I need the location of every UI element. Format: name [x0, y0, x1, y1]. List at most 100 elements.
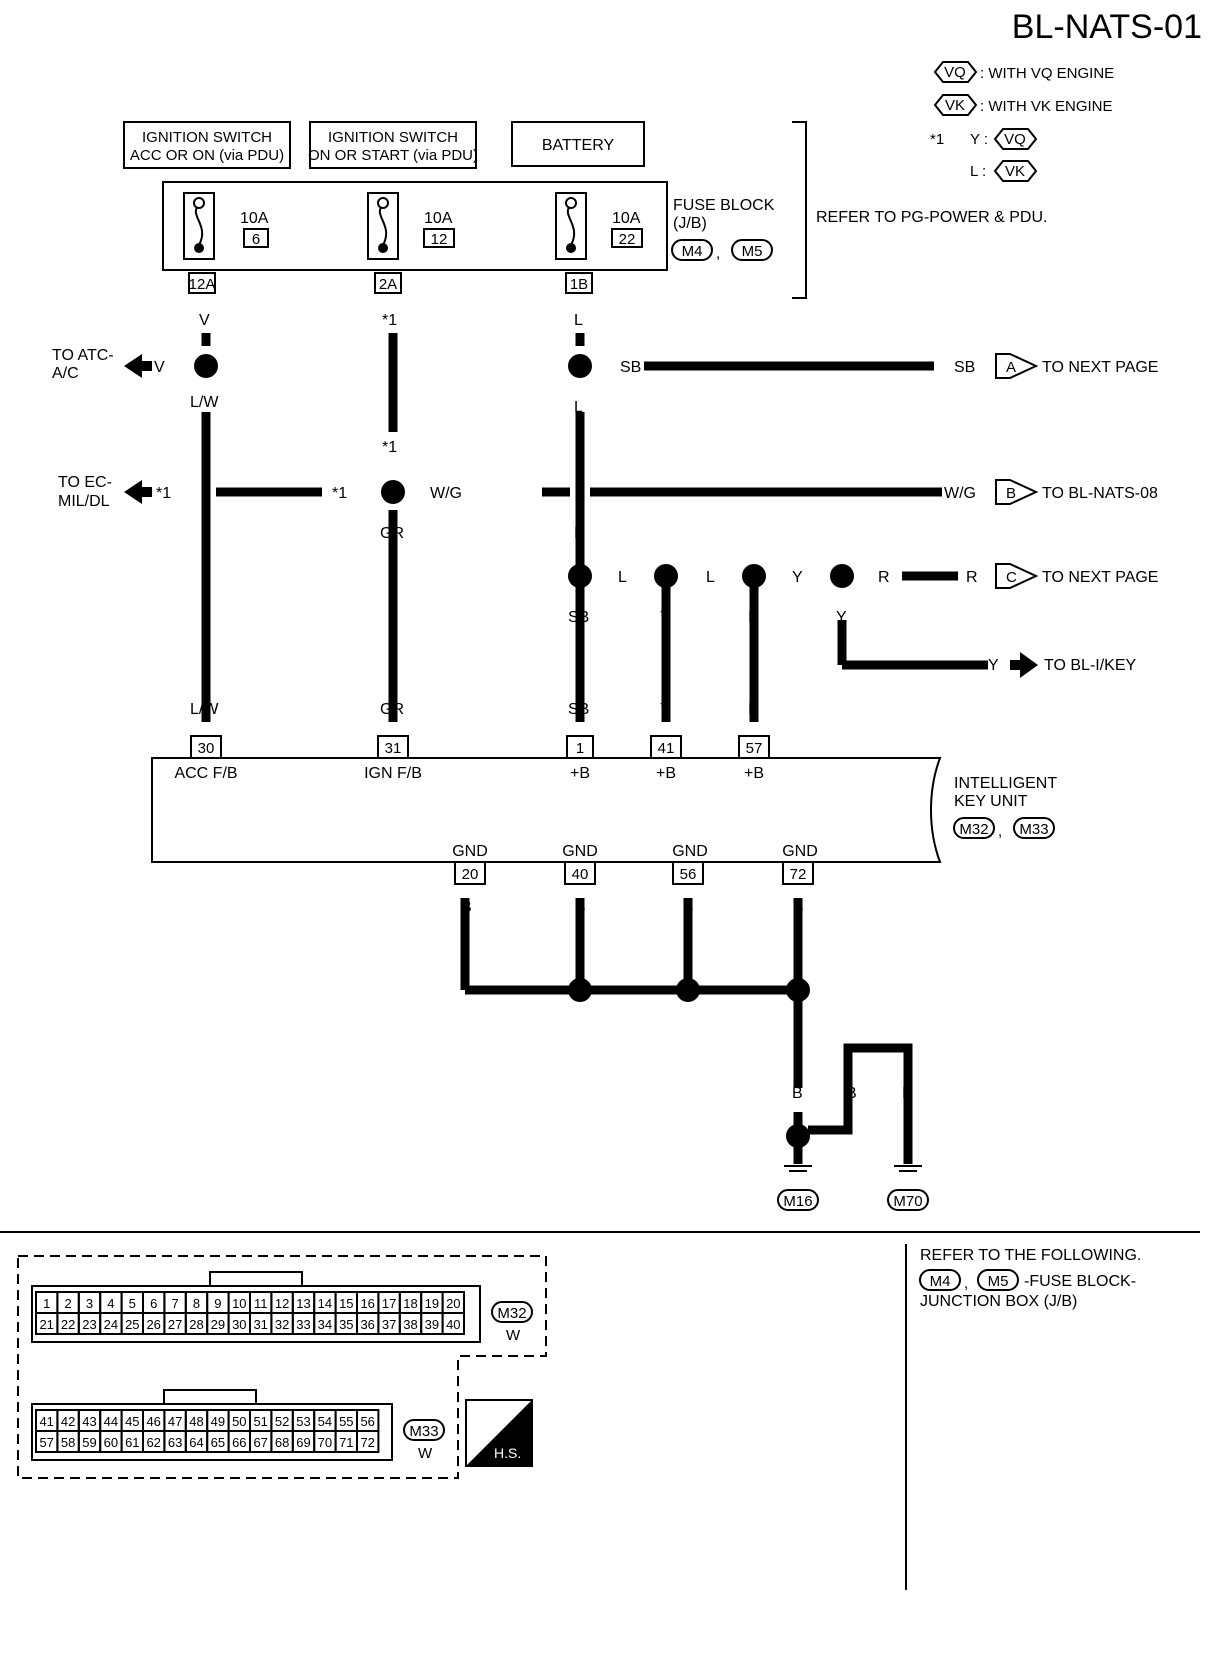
- svg-text:+B: +B: [656, 765, 676, 782]
- svg-text:GND: GND: [562, 843, 598, 860]
- svg-text:L: L: [574, 312, 583, 329]
- svg-text:(J/B): (J/B): [673, 215, 707, 232]
- pin-number: 53: [296, 1414, 310, 1429]
- svg-text:Y: Y: [660, 609, 671, 626]
- splices: [194, 354, 854, 1148]
- pin-number: 11: [254, 1296, 268, 1311]
- pin-number: 30: [232, 1317, 246, 1332]
- pin-number: 70: [318, 1435, 332, 1450]
- pin-number: 59: [82, 1435, 96, 1450]
- svg-text:TO NEXT PAGE: TO NEXT PAGE: [1042, 569, 1158, 586]
- svg-text:GND: GND: [672, 843, 708, 860]
- svg-text:V: V: [199, 312, 210, 329]
- svg-text:KEY UNIT: KEY UNIT: [954, 793, 1028, 810]
- pin-number: 23: [82, 1317, 96, 1332]
- refer-pg: REFER TO PG-POWER & PDU.: [816, 209, 1047, 226]
- svg-text:M5: M5: [988, 1273, 1009, 1290]
- pin-number: 36: [360, 1317, 374, 1332]
- pin-number: 26: [146, 1317, 160, 1332]
- svg-text:IGN F/B: IGN F/B: [364, 765, 422, 782]
- svg-text:*1: *1: [156, 485, 171, 502]
- pin-number: 20: [446, 1296, 460, 1311]
- svg-text:JUNCTION BOX (J/B): JUNCTION BOX (J/B): [920, 1293, 1077, 1310]
- svg-text:+B: +B: [744, 765, 764, 782]
- svg-text:30: 30: [198, 740, 215, 757]
- svg-text:2A: 2A: [379, 276, 397, 293]
- svg-text:: WITH VQ ENGINE: : WITH VQ ENGINE: [980, 65, 1114, 82]
- svg-text:6: 6: [252, 231, 260, 248]
- svg-text:,: ,: [998, 823, 1002, 840]
- svg-text:L: L: [574, 399, 583, 416]
- source-ign-start: IGNITION SWITCH: [328, 129, 458, 146]
- pin-number: 19: [425, 1296, 439, 1311]
- svg-text:INTELLIGENT: INTELLIGENT: [954, 775, 1057, 792]
- svg-text:TO ATC-: TO ATC-: [52, 347, 114, 364]
- svg-text:,: ,: [964, 1275, 968, 1292]
- svg-text:B: B: [1006, 485, 1016, 502]
- svg-text:Y :: Y :: [970, 131, 988, 148]
- pin-number: 5: [129, 1296, 136, 1311]
- svg-text:+B: +B: [570, 765, 590, 782]
- svg-text:B: B: [793, 899, 804, 916]
- intelligent-key-unit: [151, 757, 942, 863]
- pin-number: 72: [360, 1435, 374, 1450]
- pin-number: 28: [189, 1317, 203, 1332]
- pin-number: 9: [214, 1296, 221, 1311]
- pin-number: 64: [189, 1435, 203, 1450]
- svg-text:20: 20: [462, 866, 479, 883]
- pin-number: 27: [168, 1317, 182, 1332]
- pin-number: 12: [275, 1296, 289, 1311]
- svg-text:L/W: L/W: [190, 701, 219, 718]
- svg-text:SB: SB: [568, 609, 589, 626]
- pin-cell: [441, 1312, 466, 1335]
- svg-text:W: W: [506, 1327, 521, 1344]
- pin-number: 17: [382, 1296, 396, 1311]
- pin-number: 42: [61, 1414, 75, 1429]
- svg-text:ACC OR ON (via PDU): ACC OR ON (via PDU): [130, 147, 284, 164]
- svg-text:12: 12: [431, 231, 448, 248]
- svg-text:VK: VK: [1005, 163, 1025, 180]
- svg-text:M32: M32: [497, 1305, 526, 1322]
- svg-text:A/C: A/C: [52, 365, 79, 382]
- svg-text:*1: *1: [930, 131, 944, 148]
- svg-text:B: B: [792, 1085, 803, 1102]
- pin-number: 2: [64, 1296, 71, 1311]
- svg-text:B: B: [846, 1085, 857, 1102]
- pin-number: 3: [86, 1296, 93, 1311]
- svg-text:TO EC-: TO EC-: [58, 474, 112, 491]
- pin-number: 18: [403, 1296, 417, 1311]
- ref-text: REFER TO THE FOLLOWING.: [920, 1247, 1141, 1264]
- svg-text:10A: 10A: [240, 210, 269, 227]
- svg-text:SB: SB: [954, 359, 975, 376]
- svg-text:MIL/DL: MIL/DL: [58, 493, 110, 510]
- svg-text:L/W: L/W: [190, 394, 219, 411]
- pin-number: 55: [339, 1414, 353, 1429]
- pin-number: 14: [318, 1296, 332, 1311]
- svg-text:56: 56: [680, 866, 697, 883]
- svg-text:*1: *1: [382, 439, 397, 456]
- wires: [201, 333, 988, 1164]
- svg-text:L: L: [618, 569, 627, 586]
- svg-text:*1: *1: [332, 485, 347, 502]
- pin-number: 58: [61, 1435, 75, 1450]
- pin-number: 25: [125, 1317, 139, 1332]
- svg-text:Y: Y: [660, 701, 671, 718]
- svg-text:VQ: VQ: [944, 64, 966, 81]
- svg-text:M4: M4: [682, 243, 703, 260]
- pin-number: 4: [107, 1296, 114, 1311]
- svg-text:B: B: [683, 899, 694, 916]
- svg-text:1: 1: [576, 740, 584, 757]
- svg-text:M4: M4: [930, 1273, 951, 1290]
- pin-number: 37: [382, 1317, 396, 1332]
- svg-text:10A: 10A: [612, 210, 641, 227]
- svg-text:GND: GND: [782, 843, 818, 860]
- pin-number: 44: [104, 1414, 118, 1429]
- page-id: BL-NATS-01: [1012, 8, 1202, 46]
- svg-text:FUSE BLOCK: FUSE BLOCK: [673, 197, 775, 214]
- svg-text:12A: 12A: [189, 276, 216, 293]
- pin-number: 39: [425, 1317, 439, 1332]
- svg-text:L: L: [748, 701, 757, 718]
- pin-number: 54: [318, 1414, 332, 1429]
- svg-text:ON OR START (via PDU): ON OR START (via PDU): [308, 147, 478, 164]
